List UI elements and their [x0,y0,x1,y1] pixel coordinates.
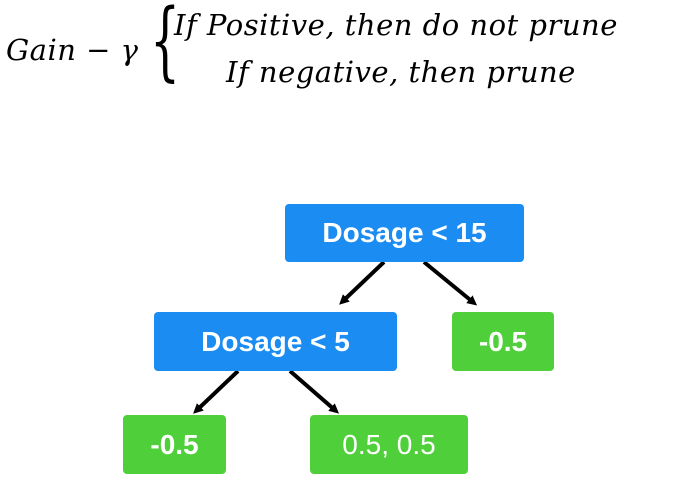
formula-lhs: Gain − γ [6,33,139,67]
edge-left-to-leftleaf [193,369,240,414]
right-leaf-node: -0.5 [452,312,554,371]
formula-case-positive: If Positive, then do not prune [174,8,618,42]
edge-left-to-rightleaf [288,369,340,414]
left-right-leaf-node: 0.5, 0.5 [310,415,468,474]
left-internal-node: Dosage < 5 [154,312,397,371]
formula-brace: { [150,0,181,91]
edge-root-to-right [422,260,478,306]
formula-case-negative: If negative, then prune [226,55,576,89]
left-left-leaf-node: -0.5 [123,415,226,474]
root-node: Dosage < 15 [285,204,524,262]
pruning-formula: Gain − γ { If Positive, then do not prun… [0,0,688,120]
edge-root-to-left [339,260,386,305]
